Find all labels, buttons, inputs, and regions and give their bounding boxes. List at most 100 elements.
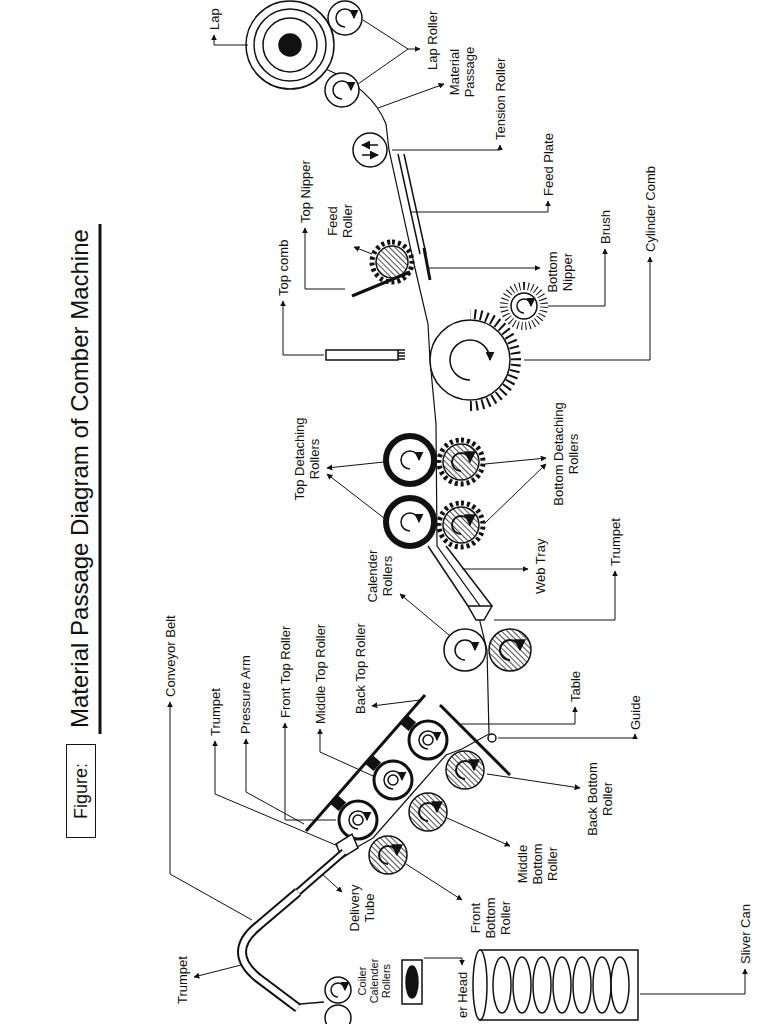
drafting-unit-part — [423, 735, 433, 745]
web-tray-trumpet-calender-part — [489, 629, 531, 671]
part-label: Bottom Detaching Rollers — [551, 394, 581, 514]
part-label: Trumpet — [175, 956, 190, 1004]
lap-unit-part — [333, 81, 351, 99]
leader-lines-part — [320, 729, 373, 776]
drafting-unit — [306, 695, 510, 874]
drafting-unit-part — [379, 846, 397, 864]
drafting-unit-part — [446, 751, 484, 789]
part-label: Back Bottom Roller — [585, 758, 615, 840]
part-label: Top Detaching Rollers — [292, 404, 322, 514]
web-tray-trumpet-calender — [428, 546, 531, 671]
drafting-unit-part — [374, 761, 412, 799]
delivery-and-coiler-part — [325, 977, 351, 1003]
part-label: Front Top Roller — [278, 626, 293, 718]
delivery-and-coiler-part — [553, 957, 571, 1013]
part-label: Guide — [628, 695, 643, 730]
part-label: Lap — [207, 8, 222, 30]
leader-lines-part — [447, 818, 510, 846]
delivery-and-coiler-part — [242, 892, 298, 1008]
part-label: Delivery Tube — [347, 878, 377, 938]
feed-and-nipper — [326, 154, 430, 360]
title-underline — [100, 224, 101, 734]
leader-lines-part — [363, 20, 420, 49]
leader-lines-part — [498, 734, 635, 738]
leader-lines-part — [372, 700, 420, 706]
leader-lines-part — [485, 458, 546, 464]
lap-unit — [246, 1, 387, 167]
leader-lines-part — [428, 268, 540, 269]
leader-lines-part — [406, 864, 462, 900]
part-label: Table — [568, 671, 583, 702]
leader-lines-part — [322, 874, 342, 892]
detaching-rollers-part — [386, 436, 434, 484]
delivery-and-coiler-part — [298, 852, 344, 892]
leader-lines-part — [246, 739, 304, 824]
detaching-rollers — [386, 436, 483, 547]
part-label: Tension Roller — [493, 58, 508, 140]
feed-and-nipper-part — [404, 154, 426, 254]
part-label: Back Top Roller — [353, 623, 368, 714]
leader-lines-part — [378, 84, 444, 108]
part-label: Sliver Can — [738, 904, 753, 964]
leader-lines-part — [214, 35, 248, 45]
material-passage-line — [326, 69, 489, 850]
cylinder-and-brush-part — [511, 293, 537, 319]
delivery-and-coiler-part — [493, 957, 511, 1013]
drafting-unit-part — [339, 801, 377, 839]
delivery-and-coiler-part — [573, 957, 591, 1013]
drafting-unit-part — [419, 803, 437, 821]
delivery-and-coiler-part — [480, 950, 638, 1020]
leader-lines-part — [640, 969, 745, 994]
delivery-and-coiler-part — [611, 957, 629, 1013]
delivery-and-coiler-part — [298, 852, 344, 892]
leader-lines-part — [305, 228, 345, 289]
feed-and-nipper-part — [398, 154, 420, 254]
leader-lines-part — [410, 201, 548, 212]
leader-lines-part — [487, 774, 580, 788]
cylinder-and-brush-part — [430, 320, 510, 400]
delivery-and-coiler-part — [300, 1002, 324, 1004]
material-passage-line-part — [326, 69, 489, 850]
part-label: Material Passage — [447, 40, 477, 104]
detaching-rollers-part — [439, 503, 483, 547]
part-label: Middle Bottom Roller — [515, 838, 560, 890]
cylinder-and-brush-part — [504, 286, 544, 326]
part-label: Top comb — [276, 240, 291, 296]
feed-and-nipper-part — [424, 248, 430, 280]
delivery-and-coiler-part — [325, 1005, 351, 1024]
part-label: Web Tray — [533, 539, 548, 594]
part-label: Top Nipper — [298, 160, 313, 223]
part-label: Lap Roller — [425, 11, 440, 70]
delivery-and-coiler-part — [513, 957, 531, 1013]
detaching-rollers-part — [401, 451, 419, 469]
part-label: Trumpet — [608, 518, 623, 566]
delivery-and-coiler-part — [402, 960, 422, 1004]
cylinder-and-brush — [430, 286, 544, 406]
leader-lines-part — [215, 741, 338, 846]
part-label: Conveyor Belt — [163, 615, 178, 697]
detaching-rollers-part — [386, 498, 434, 546]
leader-lines-part — [327, 462, 384, 468]
drafting-unit-part — [349, 811, 367, 829]
leader-lines-part — [285, 723, 336, 820]
feed-and-nipper-part — [352, 272, 410, 296]
drafting-unit-part — [488, 734, 496, 742]
cylinder-and-brush-part — [450, 340, 490, 380]
lap-unit-part — [353, 133, 387, 167]
web-tray-trumpet-calender-part — [444, 629, 486, 671]
detaching-rollers-part — [401, 513, 419, 531]
feed-and-nipper-part — [398, 350, 405, 359]
part-label: Trumpet — [208, 688, 223, 736]
lap-unit-part — [362, 144, 378, 146]
part-label: Pressure Arm — [238, 655, 253, 734]
leader-lines-part — [462, 569, 528, 570]
part-label: Feed Plate — [541, 133, 556, 196]
drafting-unit-part — [384, 771, 402, 789]
delivery-and-coiler-part — [406, 966, 418, 998]
leader-lines-part — [194, 965, 241, 977]
delivery-and-coiler-part — [533, 957, 551, 1013]
lap-unit-part — [328, 1, 362, 35]
leader-lines — [170, 20, 745, 994]
detaching-rollers-part — [443, 444, 479, 480]
